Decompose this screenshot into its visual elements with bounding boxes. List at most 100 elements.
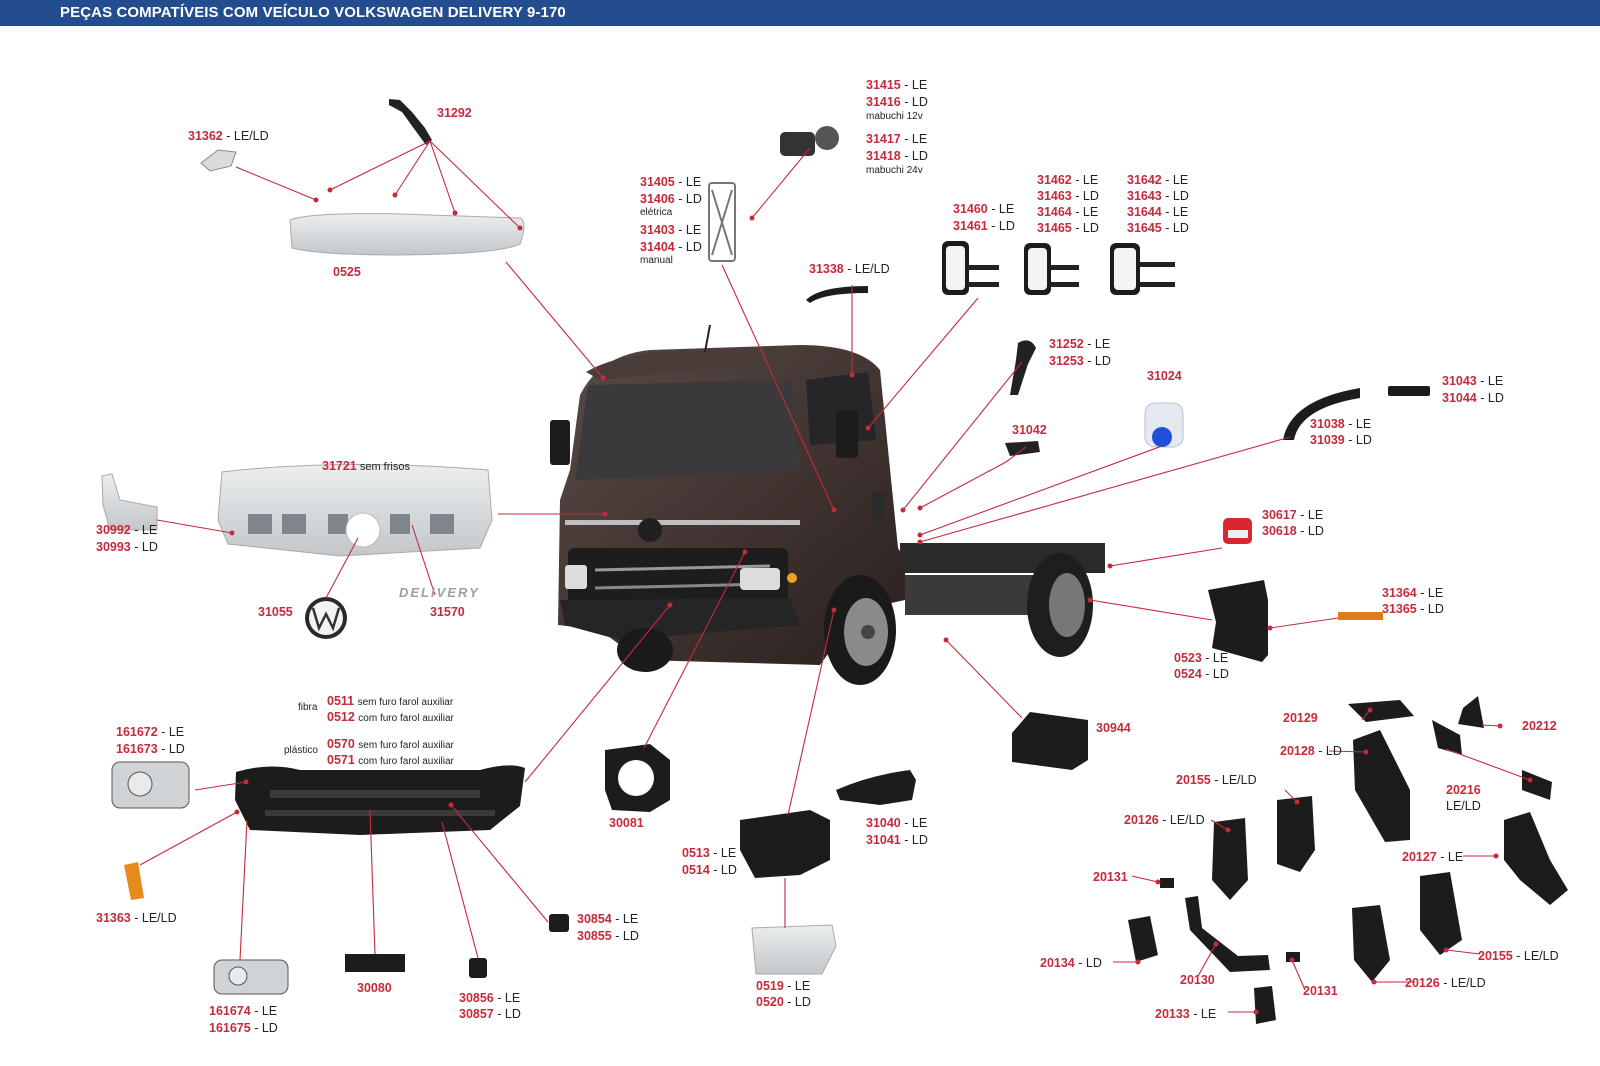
label-30854: 30854 - LE [577, 912, 639, 926]
part-31364-shape [1338, 612, 1383, 620]
label-0519: 0519 - LE [756, 979, 811, 993]
label-30081: 30081 [609, 816, 644, 830]
left-headlight [565, 565, 587, 589]
label-20155a: 20155 - LE/LD [1176, 773, 1257, 787]
label-0570: 0570 sem furo farol auxiliar [327, 737, 454, 751]
label-0571: 0571 com furo farol auxiliar [327, 753, 454, 767]
label-31403: 31403 - LE [640, 223, 702, 237]
label-20128: 20128 - LD [1280, 744, 1342, 758]
label-30857: 30857 - LD [459, 1007, 521, 1021]
part-30080-shape [345, 954, 405, 972]
label-31253: 31253 - LD [1049, 354, 1111, 368]
note-manual: manual [640, 255, 673, 266]
part-31362-shape [200, 149, 237, 172]
part-20133-shape [1254, 986, 1276, 1024]
label-20134: 20134 - LD [1040, 956, 1102, 970]
note-mabuchi-12v: mabuchi 12v [866, 111, 923, 122]
label-20216: 20216 [1446, 783, 1481, 797]
label-0511: 0511 sem furo farol auxiliar [327, 694, 454, 708]
door-handle [872, 492, 884, 522]
part-20155a-shape [1277, 796, 1315, 872]
part-31040-shape [836, 770, 916, 805]
label-20155b: 20155 - LE/LD [1478, 949, 1559, 963]
part-31462-shape [1024, 243, 1079, 295]
part-0513-shape [740, 810, 830, 878]
part-31405-shape [708, 182, 736, 262]
grille-chrome-strip [565, 520, 800, 525]
label-31024: 31024 [1147, 369, 1182, 383]
part-31292-shape [389, 99, 432, 145]
truck-side-window [806, 372, 876, 445]
part-31038-shape [1283, 388, 1360, 440]
label-30993: 30993 - LD [96, 540, 158, 554]
label-20216-note: LE/LD [1446, 799, 1481, 813]
label-161673: 161673 - LD [116, 742, 185, 756]
part-31055-shape [305, 597, 347, 639]
note-eletrica: elétrica [640, 207, 673, 218]
label-30856: 30856 - LE [459, 991, 521, 1005]
part-20131b-shape [1286, 952, 1300, 962]
part-31042-shape [1005, 441, 1040, 456]
part-30944-shape [1012, 712, 1088, 770]
label-31570: 31570 [430, 605, 465, 619]
header-bar: PEÇAS COMPATÍVEIS COM VEÍCULO VOLKSWAGEN… [0, 0, 1600, 26]
part-20134-shape [1128, 916, 1158, 962]
label-31644: 31644 - LE [1127, 205, 1189, 219]
label-31461: 31461 - LD [953, 219, 1015, 233]
label-31041: 31041 - LD [866, 833, 928, 847]
label-31645: 31645 - LD [1127, 221, 1189, 235]
label-20130: 20130 [1180, 973, 1215, 987]
label-31415: 31415 - LE [866, 78, 928, 92]
label-31721: 31721 sem frisos [322, 459, 410, 473]
sun-visor [586, 348, 792, 380]
label-31464: 31464 - LE [1037, 205, 1099, 219]
part-31024-shape [1144, 402, 1184, 448]
label-31642: 31642 - LE [1127, 173, 1189, 187]
label-0523: 0523 - LE [1174, 651, 1229, 665]
label-20212: 20212 [1522, 719, 1557, 733]
label-0524: 0524 - LD [1174, 667, 1229, 681]
part-20130-shape [1185, 896, 1270, 972]
part-0523-shape [1208, 580, 1268, 662]
label-31460: 31460 - LE [953, 202, 1015, 216]
label-31406: 31406 - LD [640, 192, 702, 206]
front-grille [568, 548, 788, 606]
label-20131a: 20131 [1093, 870, 1128, 884]
part-20131a-shape [1160, 878, 1174, 888]
note-plastico: plástico [284, 745, 318, 756]
right-headlight [740, 568, 780, 590]
part-20155b-shape [1420, 872, 1462, 955]
label-20126a: 20126 - LE/LD [1124, 813, 1205, 827]
label-161672: 161672 - LE [116, 725, 185, 739]
label-31043: 31043 - LE [1442, 374, 1504, 388]
label-31038: 31038 - LE [1310, 417, 1372, 431]
label-30992: 30992 - LE [96, 523, 158, 537]
label-20131b: 20131 [1303, 984, 1338, 998]
truck-illustration [550, 324, 1105, 685]
label-30080: 30080 [357, 981, 392, 995]
delivery-logo: DELIVERY [399, 585, 480, 600]
label-30855: 30855 - LD [577, 929, 639, 943]
page-title: PEÇAS COMPATÍVEIS COM VEÍCULO VOLKSWAGEN… [60, 4, 566, 21]
rear-wheel-rim [1049, 573, 1085, 637]
part-30992-shape [101, 473, 158, 531]
label-31416: 31416 - LD [866, 95, 928, 109]
part-20216-shape [1522, 770, 1552, 800]
right-mirror [836, 410, 858, 458]
label-31643: 31643 - LD [1127, 189, 1189, 203]
label-30617: 30617 - LE [1262, 508, 1324, 522]
part-20128-shape [1353, 730, 1410, 842]
part-30856-shape [469, 958, 487, 978]
label-31362: 31362 - LE/LD [188, 129, 269, 143]
part-20212-shape [1458, 696, 1484, 728]
note-fibra: fibra [298, 702, 318, 713]
label-31042: 31042 [1012, 423, 1047, 437]
label-31363: 31363 - LE/LD [96, 911, 177, 925]
part-31460-shape [942, 241, 999, 295]
label-31417: 31417 - LE [866, 132, 928, 146]
label-31404: 31404 - LD [640, 240, 702, 254]
label-31252: 31252 - LE [1049, 337, 1111, 351]
label-0525: 0525 [333, 265, 361, 279]
part-31363-shape [124, 862, 144, 900]
label-20129: 20129 [1283, 711, 1318, 725]
